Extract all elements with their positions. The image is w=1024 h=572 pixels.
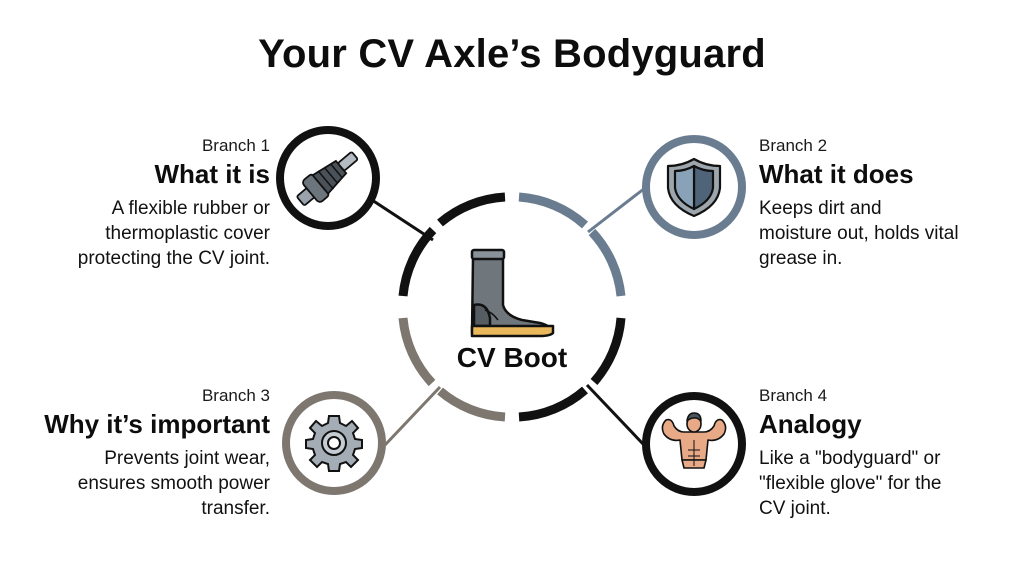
cv-joint-icon — [296, 151, 359, 206]
connector-branch-4 — [585, 383, 646, 447]
page-title: Your CV Axle’s Bodyguard — [258, 32, 766, 76]
ring-segment — [437, 387, 506, 422]
branch-1: Branch 1 What it is A flexible rubber or… — [10, 136, 270, 271]
branch-2: Branch 2 What it does Keeps dirt and moi… — [759, 136, 1019, 271]
branch-heading: Why it’s important — [44, 409, 270, 439]
ring-segment — [437, 192, 506, 227]
ring-segment — [588, 228, 626, 297]
branch-4: Branch 4 Analogy Like a "bodyguard" or "… — [759, 386, 1019, 521]
branch-1-icon-circle — [276, 126, 380, 230]
gear-icon — [305, 415, 363, 472]
shield-icon — [666, 157, 722, 218]
bodybuilder-icon — [661, 412, 727, 469]
connector-branch-1 — [371, 198, 434, 242]
branch-2-icon-circle — [642, 135, 746, 239]
center-ring — [398, 192, 626, 422]
branch-number: Branch 4 — [759, 386, 828, 405]
branch-description: Keeps dirt and moisture out, holds vital… — [759, 198, 959, 269]
center-node-label: CV Boot — [456, 342, 568, 373]
branch-4-icon-circle — [642, 392, 746, 496]
connector-branch-3 — [383, 385, 442, 447]
ring-segment — [518, 192, 589, 229]
branch-heading: Analogy — [759, 409, 862, 439]
boot-icon — [470, 248, 555, 338]
branch-number: Branch 1 — [201, 136, 270, 155]
connector-branch-2 — [587, 186, 646, 234]
branch-number: Branch 3 — [201, 386, 270, 405]
branch-3-icon-circle — [282, 391, 386, 495]
branch-heading: What it is — [154, 159, 270, 189]
branch-description: A flexible rubber or thermoplastic cover… — [77, 198, 270, 269]
branch-description: Prevents joint wear, ensures smooth powe… — [77, 448, 270, 519]
branch-description: Like a "bodyguard" or "flexible glove" f… — [759, 448, 942, 519]
branch-3: Branch 3 Why it’s important Prevents joi… — [10, 386, 270, 521]
branch-heading: What it does — [759, 159, 914, 189]
ring-segment — [590, 317, 626, 385]
ring-segment — [518, 386, 588, 422]
branch-number: Branch 2 — [759, 136, 828, 155]
ring-segment — [398, 226, 437, 297]
ring-segment — [398, 317, 436, 387]
